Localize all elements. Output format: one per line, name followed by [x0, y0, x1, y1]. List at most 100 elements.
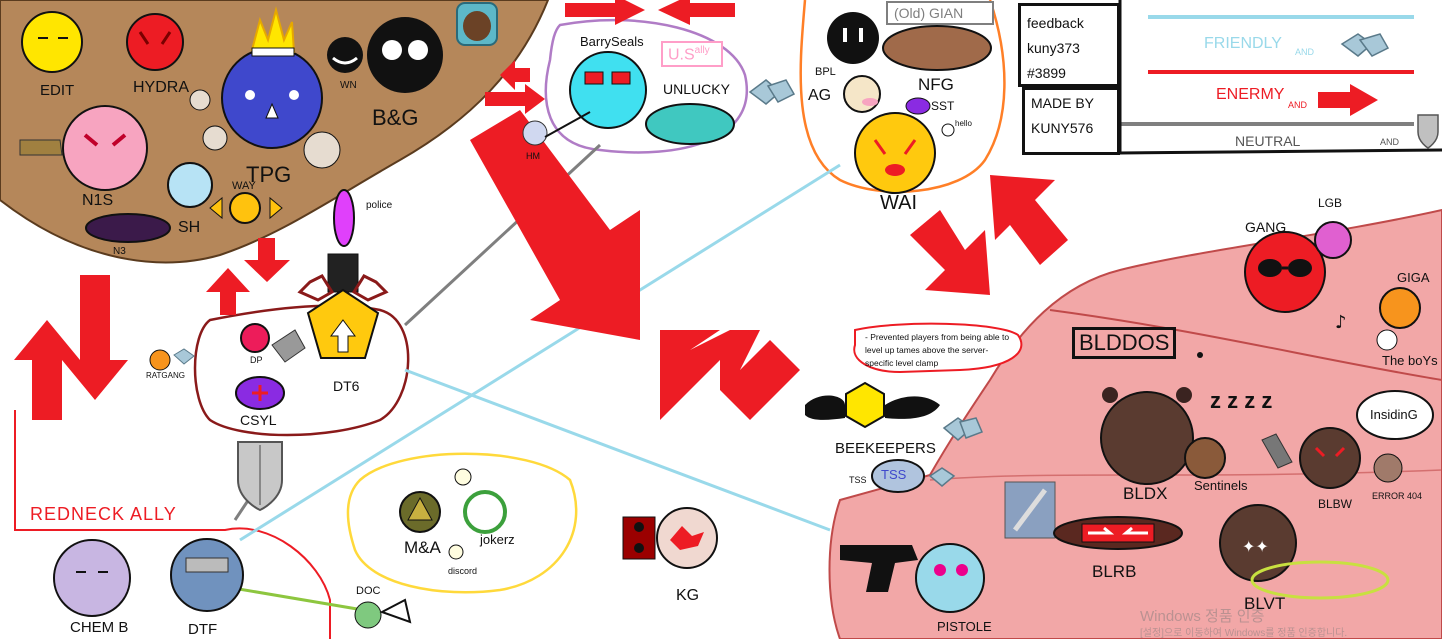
label-blddos: BLDDOS — [1072, 327, 1177, 359]
handshake-icon-tss — [928, 467, 956, 487]
label-lgb: LGB — [1318, 196, 1343, 210]
us-ally-outline — [544, 18, 748, 154]
legend-enemy-label: ENERMY — [1216, 86, 1285, 103]
nfg-ball — [882, 25, 992, 71]
handshake-icon-ratgang — [173, 348, 195, 365]
label-unlucky: UNLUCKY — [663, 81, 730, 97]
hello-ball — [941, 123, 955, 137]
label-giga: GIGA — [1397, 270, 1430, 285]
label-hydra: HYDRA — [133, 79, 190, 96]
redneck-outline — [14, 410, 331, 639]
feedback-line-2: kuny373 — [1027, 40, 1080, 56]
us-ally-main: U.S — [668, 46, 695, 64]
small-ball-3 — [189, 89, 211, 111]
lgb-ball — [1314, 221, 1352, 259]
discord-ball-2 — [448, 544, 464, 560]
label-sst: SST — [931, 99, 955, 113]
label-us-ally: U.Sally — [668, 45, 710, 64]
us-ally-sup: ally — [694, 45, 710, 56]
made-by-line-1: MADE BY — [1031, 95, 1095, 111]
label-ratgang: RATGANG — [146, 371, 185, 380]
friendly-line-1 — [239, 163, 841, 542]
label-chem-b: CHEM B — [70, 619, 129, 636]
label-dp: DP — [250, 355, 263, 365]
handshake-icon-us — [748, 79, 796, 105]
label-nfg: NFG — [918, 75, 954, 94]
label-bldx: BLDX — [1123, 484, 1168, 503]
blvt-scribble — [1250, 560, 1390, 600]
legend-friendly-and: AND — [1295, 47, 1315, 57]
barryseals-ball — [569, 51, 647, 129]
old-gian-box — [886, 1, 994, 25]
feedback-box — [1018, 3, 1120, 87]
label-tss: TSS — [849, 475, 867, 485]
legend-enemy-arrow — [1318, 84, 1378, 116]
legend-bottom-line — [1119, 148, 1442, 155]
watermark-line-1: Windows 정품 인증 — [1140, 608, 1265, 625]
zzz-text: z z z z — [1210, 388, 1272, 413]
pistole-ball — [915, 543, 985, 613]
label-police: police — [366, 200, 393, 211]
us-ally-box — [661, 41, 723, 67]
arrow-top-left — [658, 0, 735, 25]
n1s-fist-icon — [19, 139, 63, 156]
wn-ball — [327, 37, 363, 73]
label-way: WAY — [232, 180, 256, 192]
label-blvt: BLVT — [1244, 594, 1286, 613]
label-discord: discord — [448, 566, 478, 576]
bldx-ball — [1100, 391, 1194, 485]
small-ball-1 — [202, 125, 228, 151]
doc-ball — [354, 601, 382, 629]
arrow-up-dt6 — [206, 268, 250, 315]
tpg-crown-icon — [250, 6, 296, 54]
chem-b-ball — [53, 539, 131, 617]
lighter-icon — [1261, 433, 1293, 469]
label-csyl: CSYL — [240, 412, 277, 428]
label-sentinels: Sentinels — [1194, 478, 1248, 493]
arrow-up-left-region — [14, 320, 80, 420]
arrow-down-dt6 — [244, 238, 290, 282]
gun-shape — [840, 545, 918, 592]
police-capsule — [333, 189, 355, 247]
error404-ball — [1373, 453, 1403, 483]
dtf-spear — [214, 583, 376, 614]
label-sh: SH — [178, 219, 201, 236]
dt6-hat — [327, 253, 359, 293]
label-wn: WN — [340, 80, 357, 91]
legend-handshake-icon — [1340, 33, 1390, 57]
label-ma: M&A — [404, 538, 441, 557]
dtf-ball — [170, 538, 244, 612]
note-line-3: specific level clamp — [865, 358, 939, 368]
big-arrow-to-center — [660, 330, 800, 420]
hm-ball — [522, 120, 548, 146]
legend-neutral-label: NEUTRAL — [1235, 133, 1301, 149]
dp-ball — [240, 323, 270, 353]
sentinels-ball — [1184, 437, 1226, 479]
label-bpl: BPL — [815, 66, 836, 78]
tss-ball — [871, 459, 925, 493]
handshake-icon-beekeepers — [942, 417, 983, 441]
label-kg: KG — [676, 587, 700, 604]
beekeeper-arms — [805, 395, 940, 420]
label-n3: N3 — [113, 246, 126, 257]
gang-ball — [1244, 231, 1326, 313]
label-doc: DOC — [356, 585, 381, 597]
label-insiding: InsidinG — [1370, 407, 1418, 422]
made-by-box — [1022, 87, 1120, 155]
dt6-outline — [193, 304, 410, 437]
label-blrb: BLRB — [1092, 562, 1137, 581]
label-tpg: TPG — [246, 162, 292, 187]
note-line-2: level up tames above the server- — [865, 345, 989, 355]
black-ball — [827, 12, 879, 64]
label-jokerz: jokerz — [480, 532, 515, 547]
legend-shield-icon — [1417, 114, 1439, 149]
giga-ball — [1379, 287, 1421, 329]
label-gang: GANG — [1245, 219, 1287, 235]
label-redneck-ally: REDNECK ALLY — [30, 504, 177, 524]
arrow-down-right-wai — [910, 210, 990, 295]
feedback-line-1: feedback — [1027, 15, 1084, 31]
label-barryseals: BarrySeals — [580, 34, 644, 49]
label-bg: B&G — [372, 105, 419, 130]
feedback-line-3: #3899 — [1027, 65, 1066, 81]
arrow-down-left-region — [62, 275, 128, 400]
